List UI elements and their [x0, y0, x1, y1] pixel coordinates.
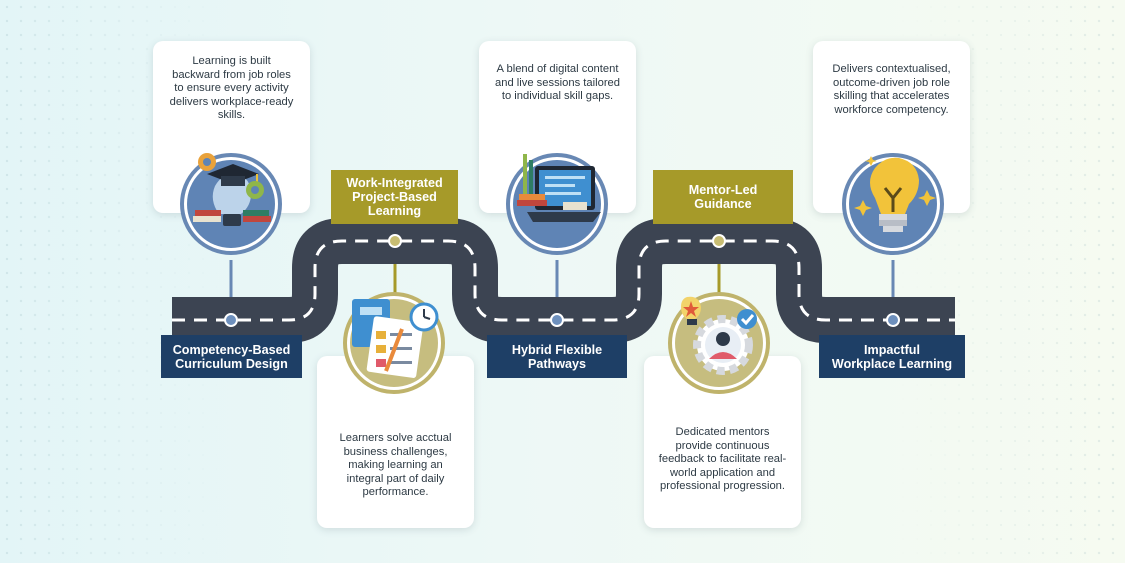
milestone-dot-4 [712, 234, 726, 248]
label-work-integrated: Work-Integrated Project-Based Learning [331, 170, 458, 224]
card-description: Learning is built backward from job role… [169, 55, 294, 122]
milestone-dot-3 [550, 313, 564, 327]
label-hybrid-flexible: Hybrid Flexible Pathways [487, 335, 627, 378]
label-competency-based: Competency-Based Curriculum Design [161, 335, 302, 378]
graduation-cap-lightbulb-gears-icon [180, 153, 282, 255]
card-impactful-workplace: Delivers contextualised, outcome-driven … [813, 41, 970, 213]
documents-checklist-clock-icon [343, 292, 445, 394]
card-mentor-led: Dedicated mentors provide continuous fee… [644, 356, 801, 528]
milestone-dots [224, 234, 900, 327]
bright-lightbulb-icon [842, 153, 944, 255]
card-description: Learners solve acctual business challeng… [339, 432, 452, 499]
milestone-dot-2 [388, 234, 402, 248]
label-mentor-led: Mentor-Led Guidance [653, 170, 793, 224]
card-description: Dedicated mentors provide continuous fee… [658, 426, 787, 493]
milestone-dot-1 [224, 313, 238, 327]
card-description: Delivers contextualised, outcome-driven … [832, 63, 951, 116]
card-description: A blend of digital content and live sess… [495, 63, 620, 103]
milestone-dot-5 [886, 313, 900, 327]
label-impactful-workplace: Impactful Workplace Learning [819, 335, 965, 378]
laptop-books-icon [506, 153, 608, 255]
mentor-gear-lightbulb-icon [668, 292, 770, 394]
card-competency-based: Learning is built backward from job role… [153, 41, 310, 213]
